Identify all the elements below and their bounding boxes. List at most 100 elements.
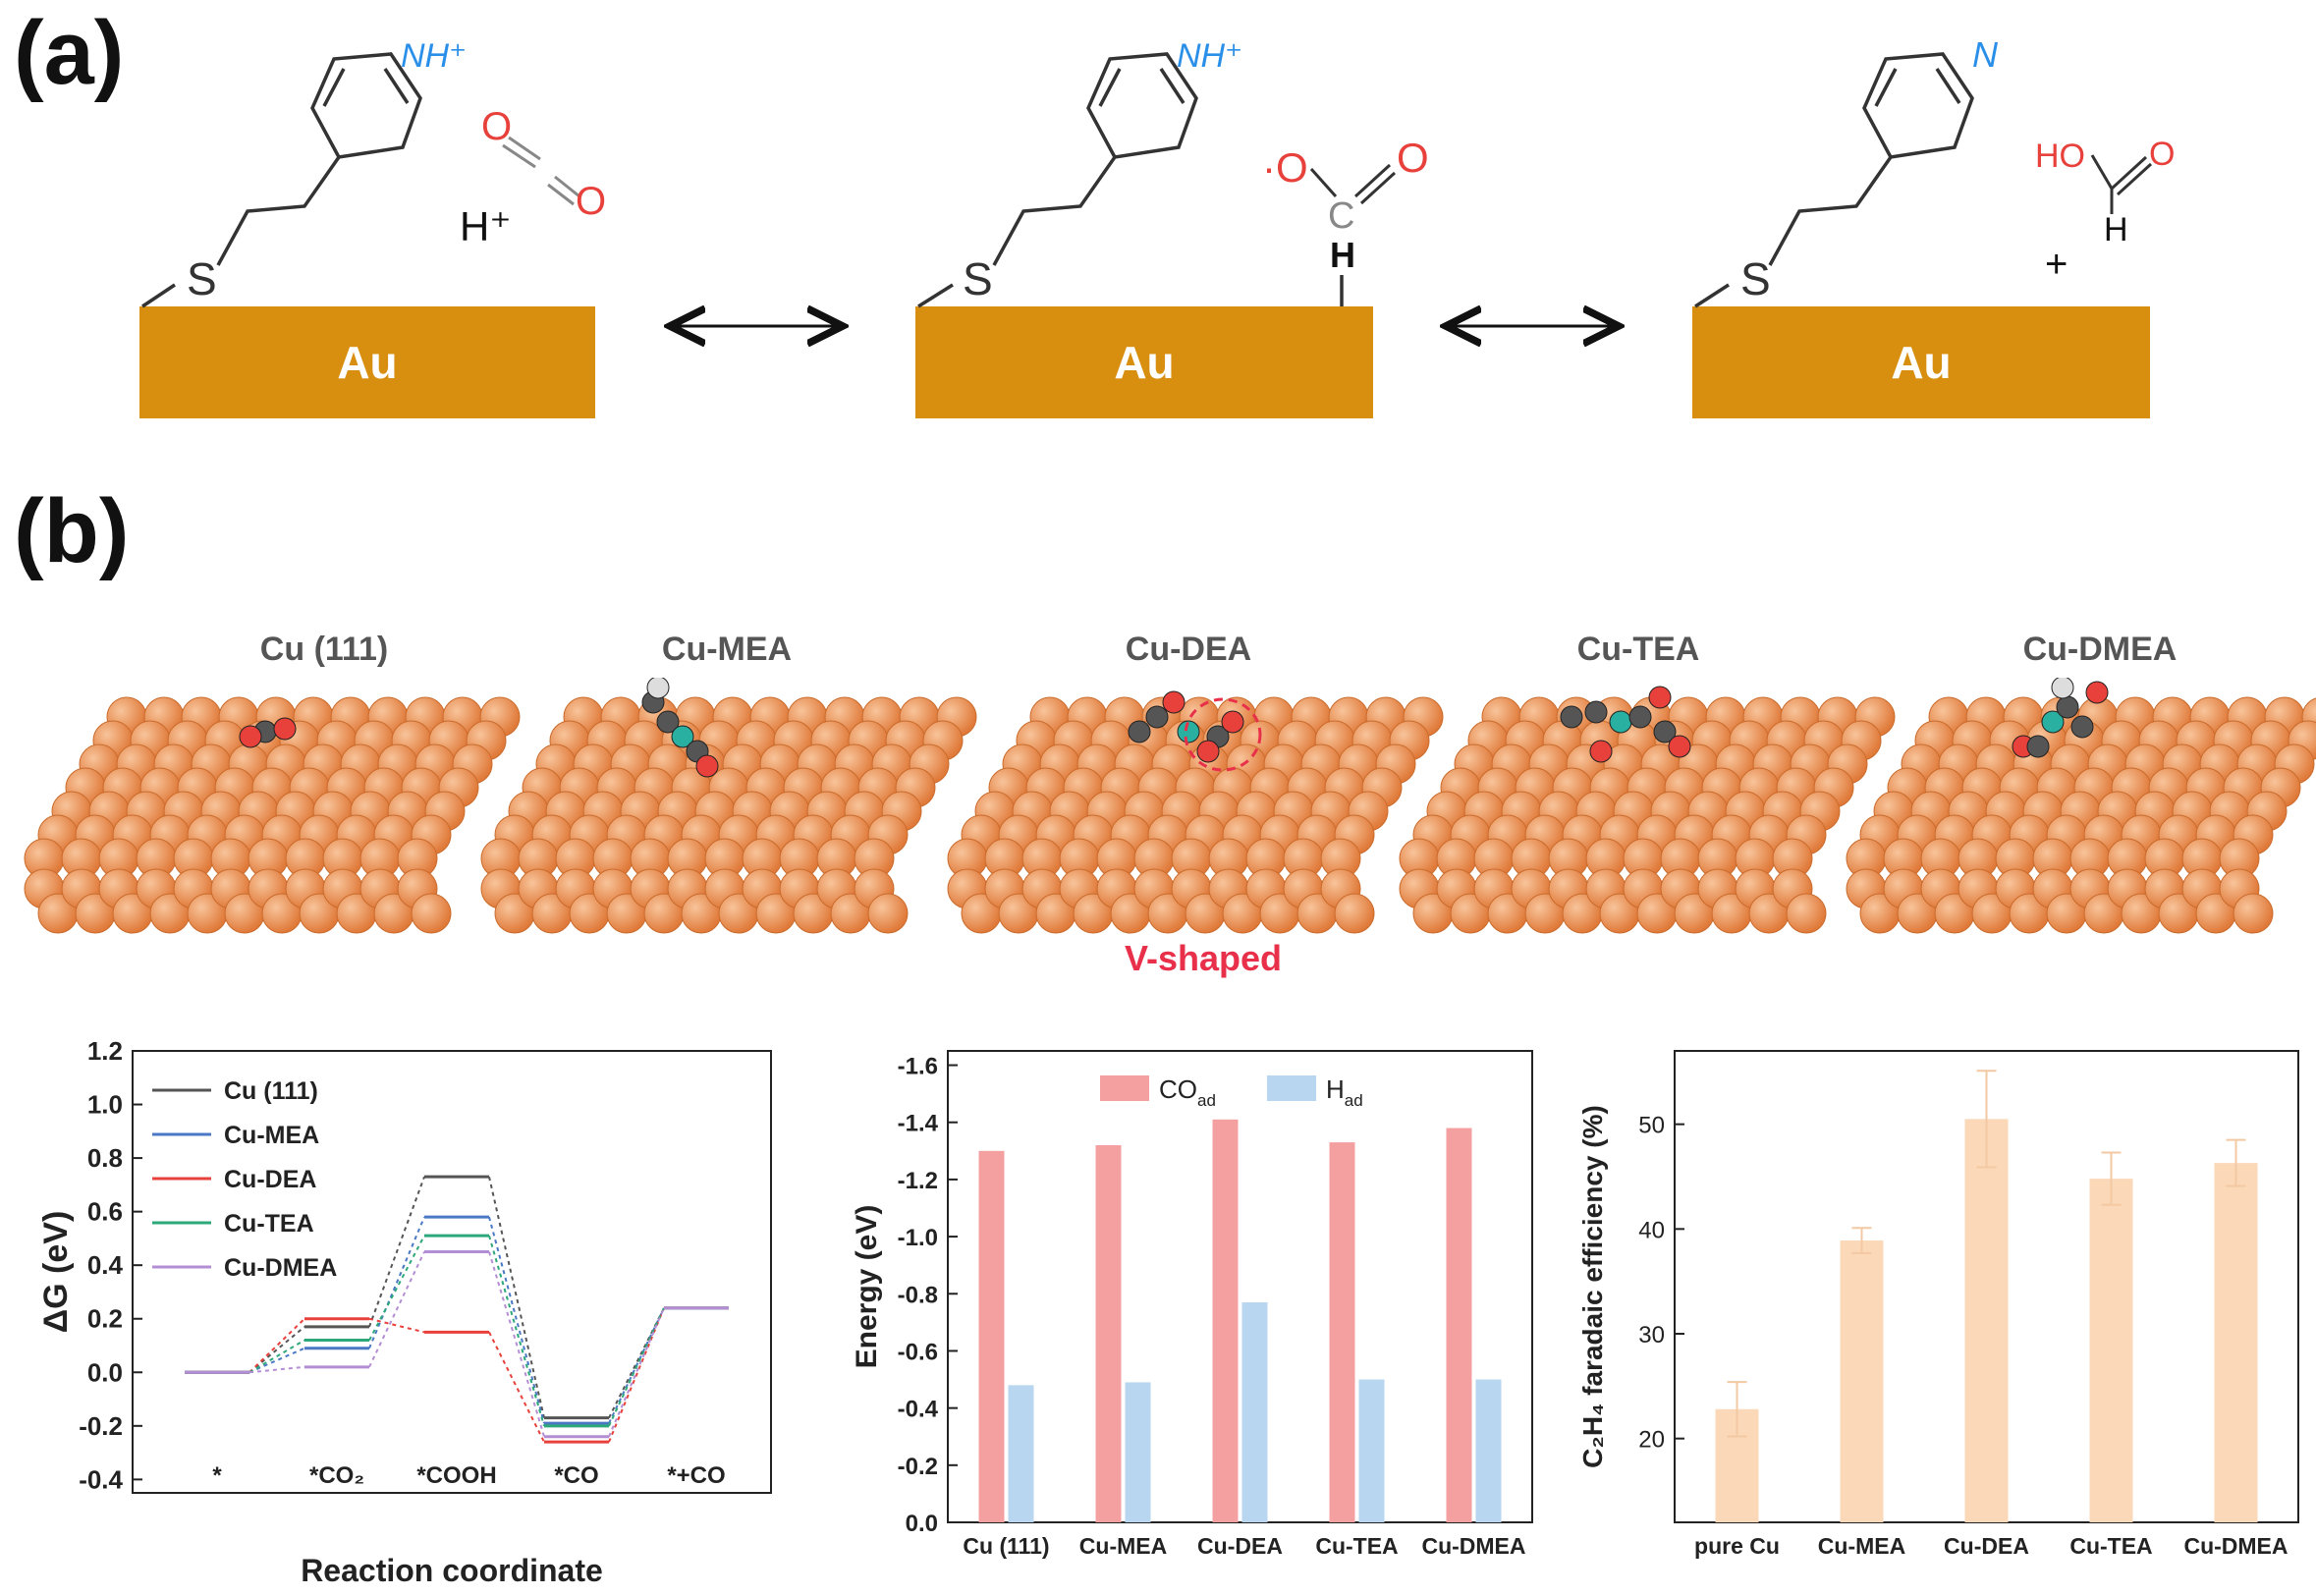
- y-tick-label: -0.2: [79, 1411, 123, 1441]
- cu-atom: [411, 893, 452, 934]
- adsorbate-atom: [1145, 705, 1169, 729]
- x-category-label: Cu-DMEA: [1421, 1533, 1525, 1559]
- x-category-label: Cu-MEA: [1079, 1533, 1167, 1559]
- bar: [1008, 1385, 1034, 1522]
- y-tick-label: 20: [1638, 1427, 1665, 1454]
- o-label-4: O: [2149, 136, 2175, 173]
- x-category-label: Cu-DMEA: [2183, 1533, 2288, 1559]
- connector: [248, 1347, 305, 1374]
- sulfur-label-2: S: [963, 253, 993, 304]
- connector: [608, 1307, 665, 1427]
- radical-o-label: ·O: [1262, 144, 1308, 191]
- adsorbate-atom: [671, 725, 694, 748]
- y-tick-label: 0.8: [87, 1143, 123, 1173]
- adsorbate-atom: [1589, 740, 1613, 763]
- y-tick-label: 0.6: [87, 1197, 123, 1227]
- legend-label: Cu-DEA: [224, 1166, 316, 1193]
- connector: [368, 1176, 425, 1328]
- bar: [1241, 1302, 1268, 1522]
- y-tick-label: -0.8: [898, 1282, 938, 1308]
- y-tick-label: -0.2: [898, 1454, 938, 1480]
- adsorbate-atom: [1196, 740, 1220, 763]
- cu-atom: [2233, 893, 2274, 934]
- structure-label-dmea: Cu-DMEA: [2022, 631, 2178, 668]
- bar: [978, 1150, 1005, 1522]
- structure-label-tea: Cu-TEA: [1576, 631, 1700, 668]
- cu-slab-structures: [24, 678, 2316, 934]
- bar: [1095, 1145, 1122, 1522]
- x-category-label: Cu-TEA: [1315, 1533, 1398, 1559]
- bar: [2214, 1163, 2258, 1522]
- adsorbate-atom: [2051, 678, 2074, 699]
- o-label-2: O: [576, 180, 606, 223]
- series-2: [185, 1306, 729, 1444]
- series-4: [185, 1250, 729, 1439]
- connector: [488, 1176, 545, 1418]
- legend-label: COad: [1159, 1074, 1216, 1110]
- x-category-label: Cu-DEA: [1197, 1533, 1283, 1559]
- adsorbate-atom: [1177, 720, 1200, 743]
- cu-slab-0: [24, 696, 521, 934]
- legend-label: Cu-MEA: [224, 1122, 319, 1149]
- y-tick-label: 50: [1638, 1113, 1665, 1139]
- sulfur-label-1: S: [187, 253, 217, 304]
- bar: [1964, 1119, 2009, 1522]
- cu-slab-3: [1399, 696, 1896, 934]
- connector: [368, 1251, 425, 1368]
- molecule-1: [141, 52, 422, 308]
- x-category-label: *CO: [554, 1462, 598, 1489]
- panel-a-scheme: S NH⁺ H⁺ O O S NH⁺ ·O C H O S N HO O H +: [141, 34, 2175, 432]
- y-axis-label: ΔG (eV): [39, 1211, 75, 1334]
- connector: [608, 1307, 665, 1438]
- series-1: [185, 1215, 729, 1425]
- plus-label: +: [2045, 243, 2068, 286]
- bar: [1329, 1142, 1355, 1522]
- molecule-2: [917, 52, 1344, 308]
- adsorbate-atom: [1560, 705, 1583, 729]
- h-label-2: H: [1330, 235, 1355, 275]
- y-tick-label: -1.2: [898, 1168, 938, 1194]
- y-axis-label: C₂H₄ faradaic efficiency (%): [1577, 1105, 1608, 1468]
- legend-label: Cu-TEA: [224, 1210, 314, 1238]
- adsorbate-atom: [2085, 681, 2109, 704]
- y-tick-label: 30: [1638, 1322, 1665, 1348]
- sulfur-label-3: S: [1740, 253, 1771, 304]
- y-tick-label: -0.4: [79, 1464, 123, 1494]
- x-category-label: *CO₂: [309, 1462, 364, 1489]
- connector: [368, 1317, 425, 1334]
- adsorbate-atom: [1609, 710, 1632, 734]
- bar: [1446, 1128, 1472, 1522]
- au-slab-1: Au: [139, 306, 595, 418]
- adsorbate-atom: [2026, 735, 2050, 758]
- cu-atom: [867, 893, 909, 934]
- x-category-label: *: [212, 1462, 222, 1489]
- cu-atom: [1786, 893, 1827, 934]
- adsorbate-atom: [273, 717, 297, 741]
- connector: [608, 1307, 665, 1443]
- legend-swatch: [1267, 1075, 1316, 1101]
- carbon-label: C: [1328, 195, 1354, 237]
- h-label-3: H: [2104, 211, 2128, 248]
- molecule-3: [1694, 52, 1974, 308]
- adsorbate-atom: [1162, 690, 1186, 714]
- x-category-label: Cu (111): [963, 1533, 1049, 1559]
- adsorbate-atom: [1653, 720, 1677, 743]
- bar: [2089, 1179, 2133, 1522]
- connector: [488, 1216, 545, 1424]
- free-energy-chart: 1.21.00.80.60.40.20.0-0.2-0.4**CO₂*COOH*…: [39, 1036, 772, 1588]
- bar: [1840, 1240, 1884, 1522]
- connector: [488, 1331, 545, 1443]
- adsorbate-atom: [646, 678, 670, 699]
- h-plus-label: H⁺: [460, 203, 512, 249]
- o-label-1: O: [481, 105, 512, 148]
- legend-label: Cu-DMEA: [224, 1254, 337, 1282]
- adsorbate-atom: [695, 754, 719, 778]
- adsorbate-atom: [1648, 686, 1672, 709]
- bar: [1212, 1119, 1239, 1522]
- adsorption-energy-chart: -1.6-1.4-1.2-1.0-0.8-0.6-0.4-0.20.0Cu (1…: [851, 1050, 1533, 1559]
- x-category-label: *+CO: [667, 1462, 725, 1489]
- connector: [248, 1365, 305, 1374]
- adsorbate-atom: [1668, 735, 1691, 758]
- adsorbate-atom: [1628, 705, 1652, 729]
- adsorbate-atom: [2041, 710, 2065, 734]
